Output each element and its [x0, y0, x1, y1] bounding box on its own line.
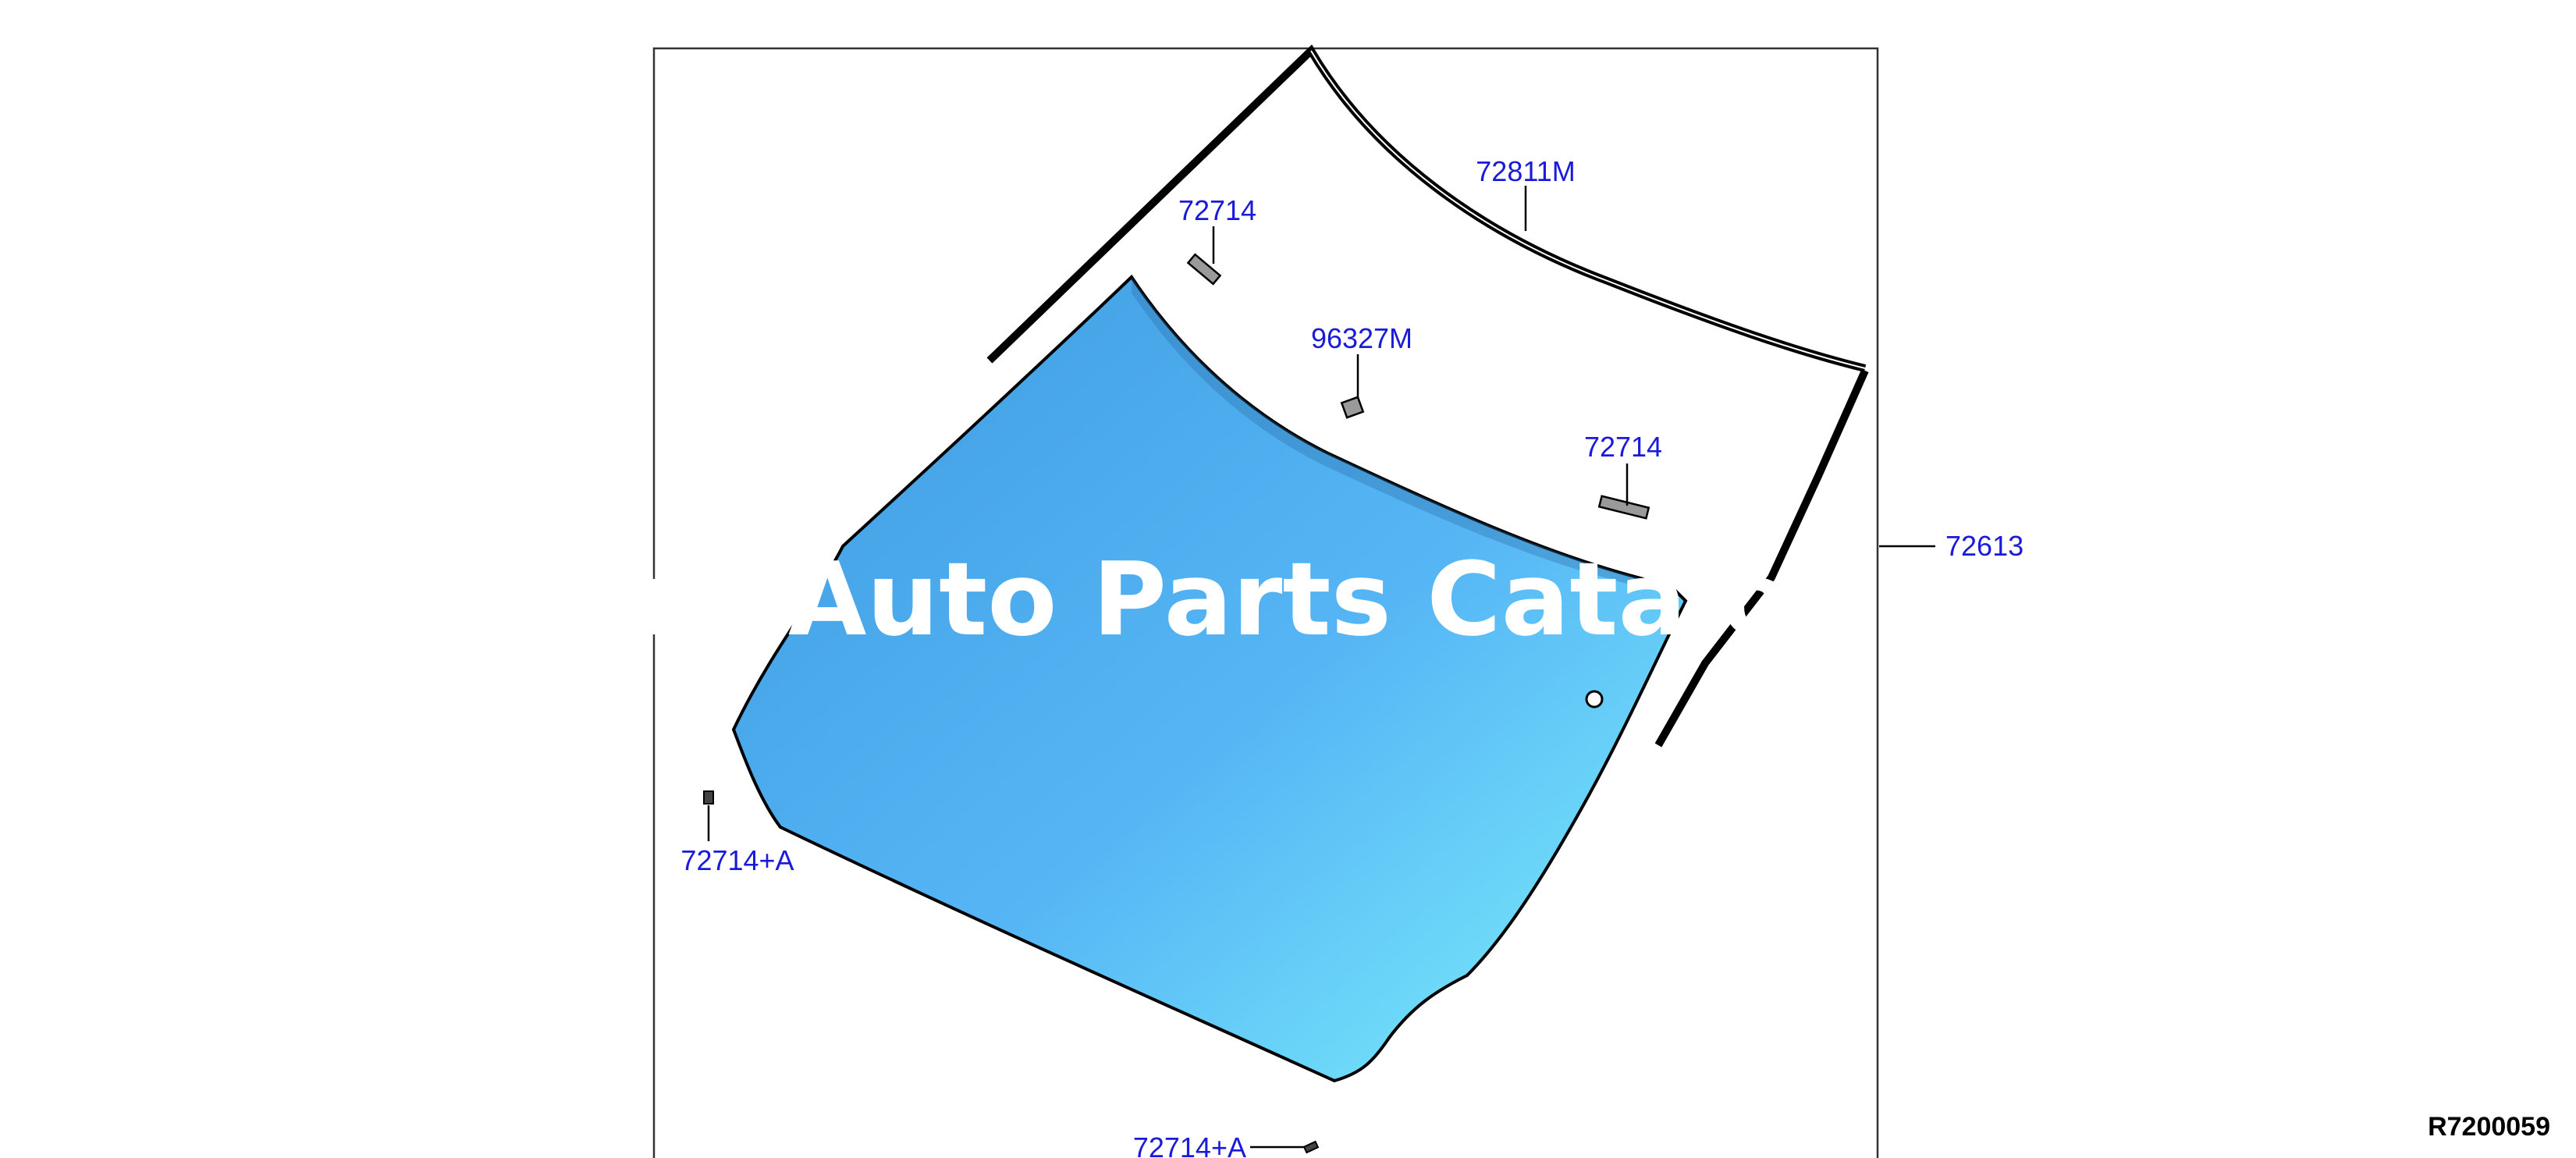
spacer-bottom	[1302, 1140, 1320, 1154]
callout-72613: 72613	[1945, 530, 2023, 562]
clip-upper-left	[1186, 253, 1222, 286]
sensor-hole	[1585, 690, 1604, 709]
callout-96327M: 96327M	[1311, 322, 1412, 354]
side-moulding	[1654, 368, 1869, 748]
callout-72714-upper-left: 72714	[1178, 194, 1256, 226]
watermark-text: nt Auto Parts Catalo	[632, 540, 1791, 659]
diagram-code: R7200059	[2428, 1112, 2550, 1142]
diagram-frame	[652, 47, 1879, 1158]
spacer-left	[703, 790, 714, 805]
callout-72714A-bottom: 72714+A	[1133, 1131, 1246, 1158]
callout-72714-upper-right: 72714	[1584, 431, 1662, 463]
callout-72714A-left: 72714+A	[680, 844, 794, 876]
clip-upper-right	[1597, 495, 1650, 520]
windshield-glass	[731, 274, 1688, 1083]
callout-72811M: 72811M	[1476, 155, 1575, 187]
sticker-center	[1340, 396, 1365, 419]
upper-moulding-inner-line	[1310, 50, 1866, 369]
